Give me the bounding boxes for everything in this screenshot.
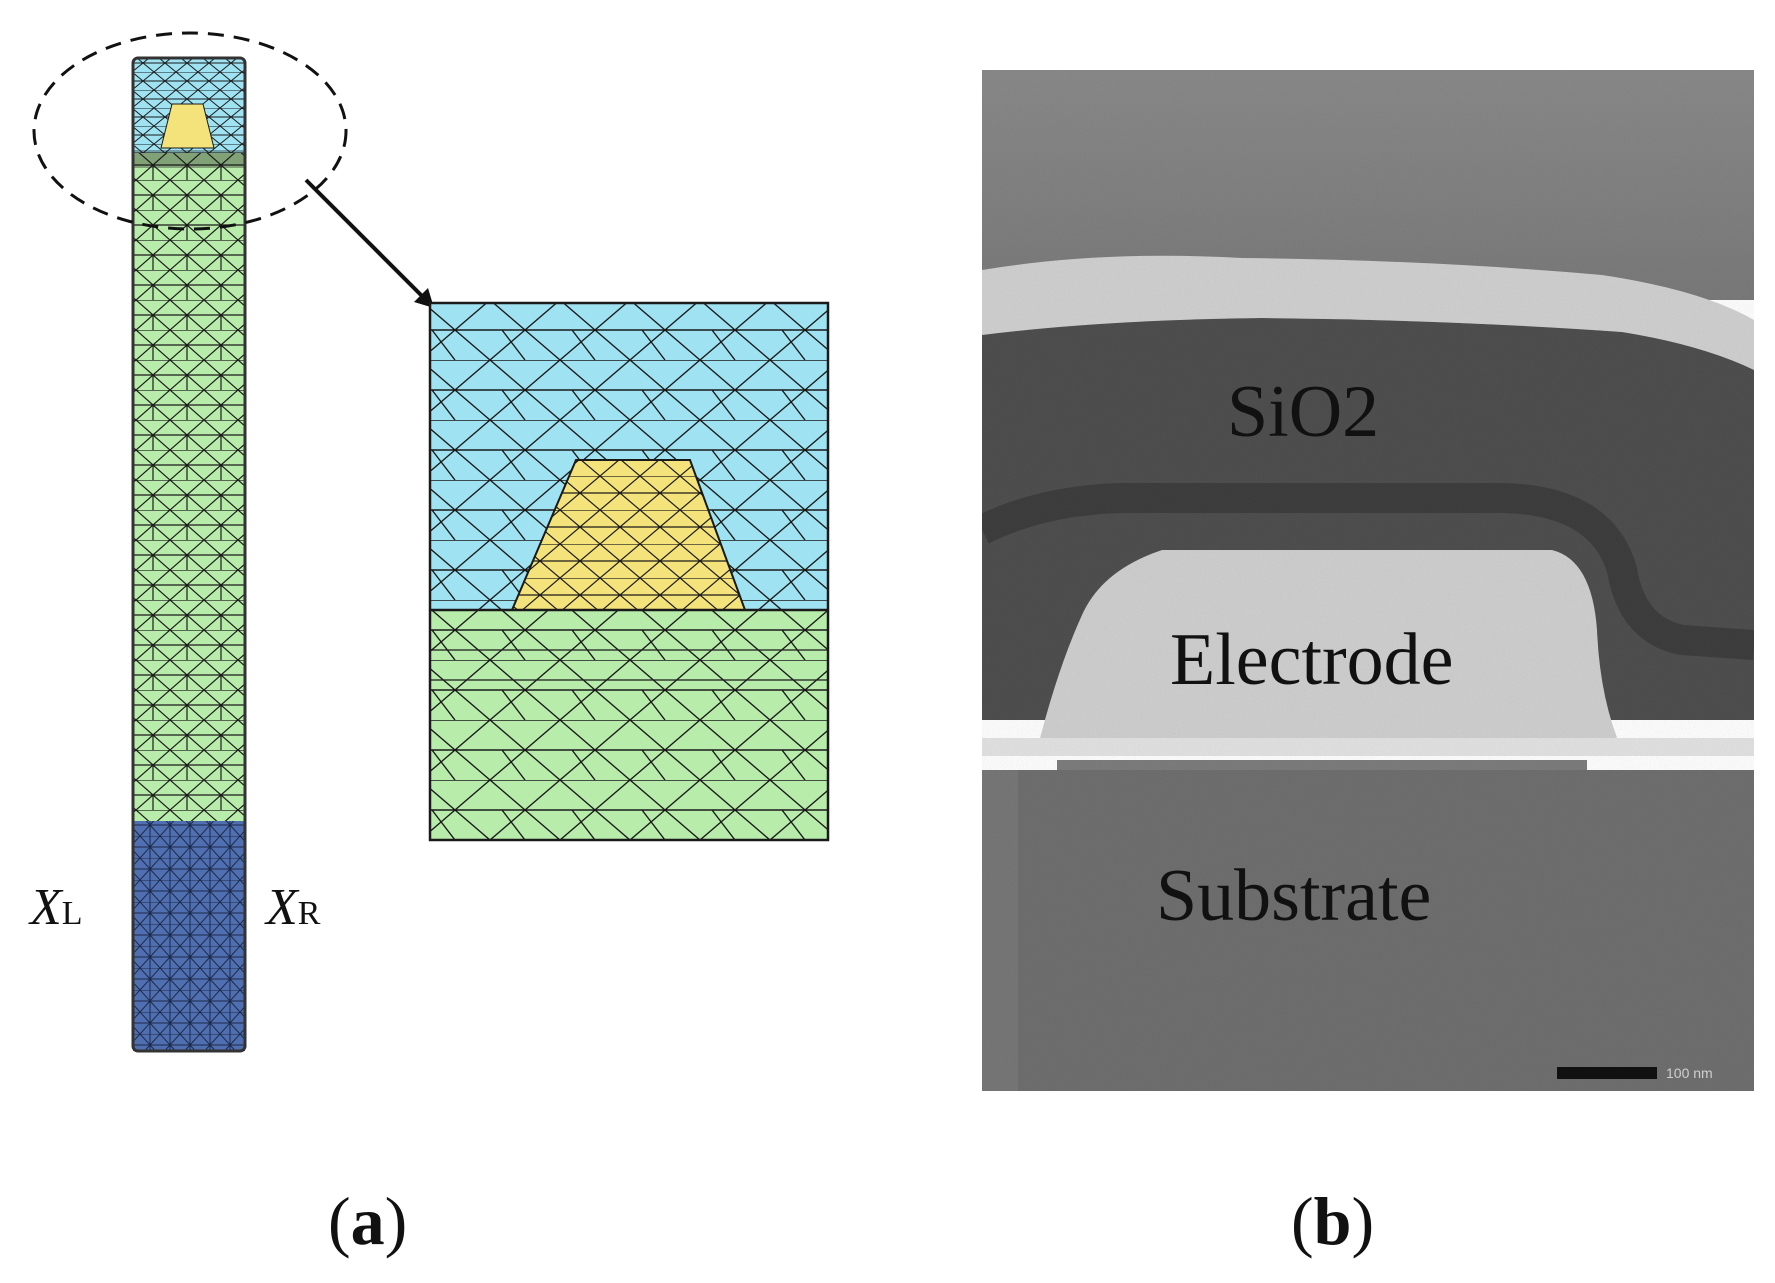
x-right-label: XR — [266, 879, 321, 936]
scale-bar — [1557, 1067, 1657, 1079]
zoomed-mesh — [428, 301, 830, 842]
electrode-label: Electrode — [1170, 619, 1454, 701]
mesh-diagram — [32, 31, 830, 1053]
sem-micrograph: 100 nm — [982, 70, 1754, 1091]
x-left-label: XL — [30, 879, 83, 936]
zoom-arrow — [304, 178, 434, 308]
mesh-column — [131, 56, 247, 1053]
caption-a: (a) — [328, 1183, 408, 1259]
sio2-label: SiO2 — [1227, 371, 1380, 453]
caption-b: (b) — [1291, 1183, 1375, 1259]
substrate-label: Substrate — [1156, 855, 1432, 937]
scale-bar-label: 100 nm — [1666, 1065, 1713, 1081]
column-electrode — [160, 103, 215, 149]
panel-a-mesh-figure: XL XR (a) — [30, 31, 830, 1259]
panel-b-sem-image: 100 nm SiO2 Electrode Substrate — [982, 70, 1754, 1091]
zoom-region-ellipse — [32, 31, 348, 231]
